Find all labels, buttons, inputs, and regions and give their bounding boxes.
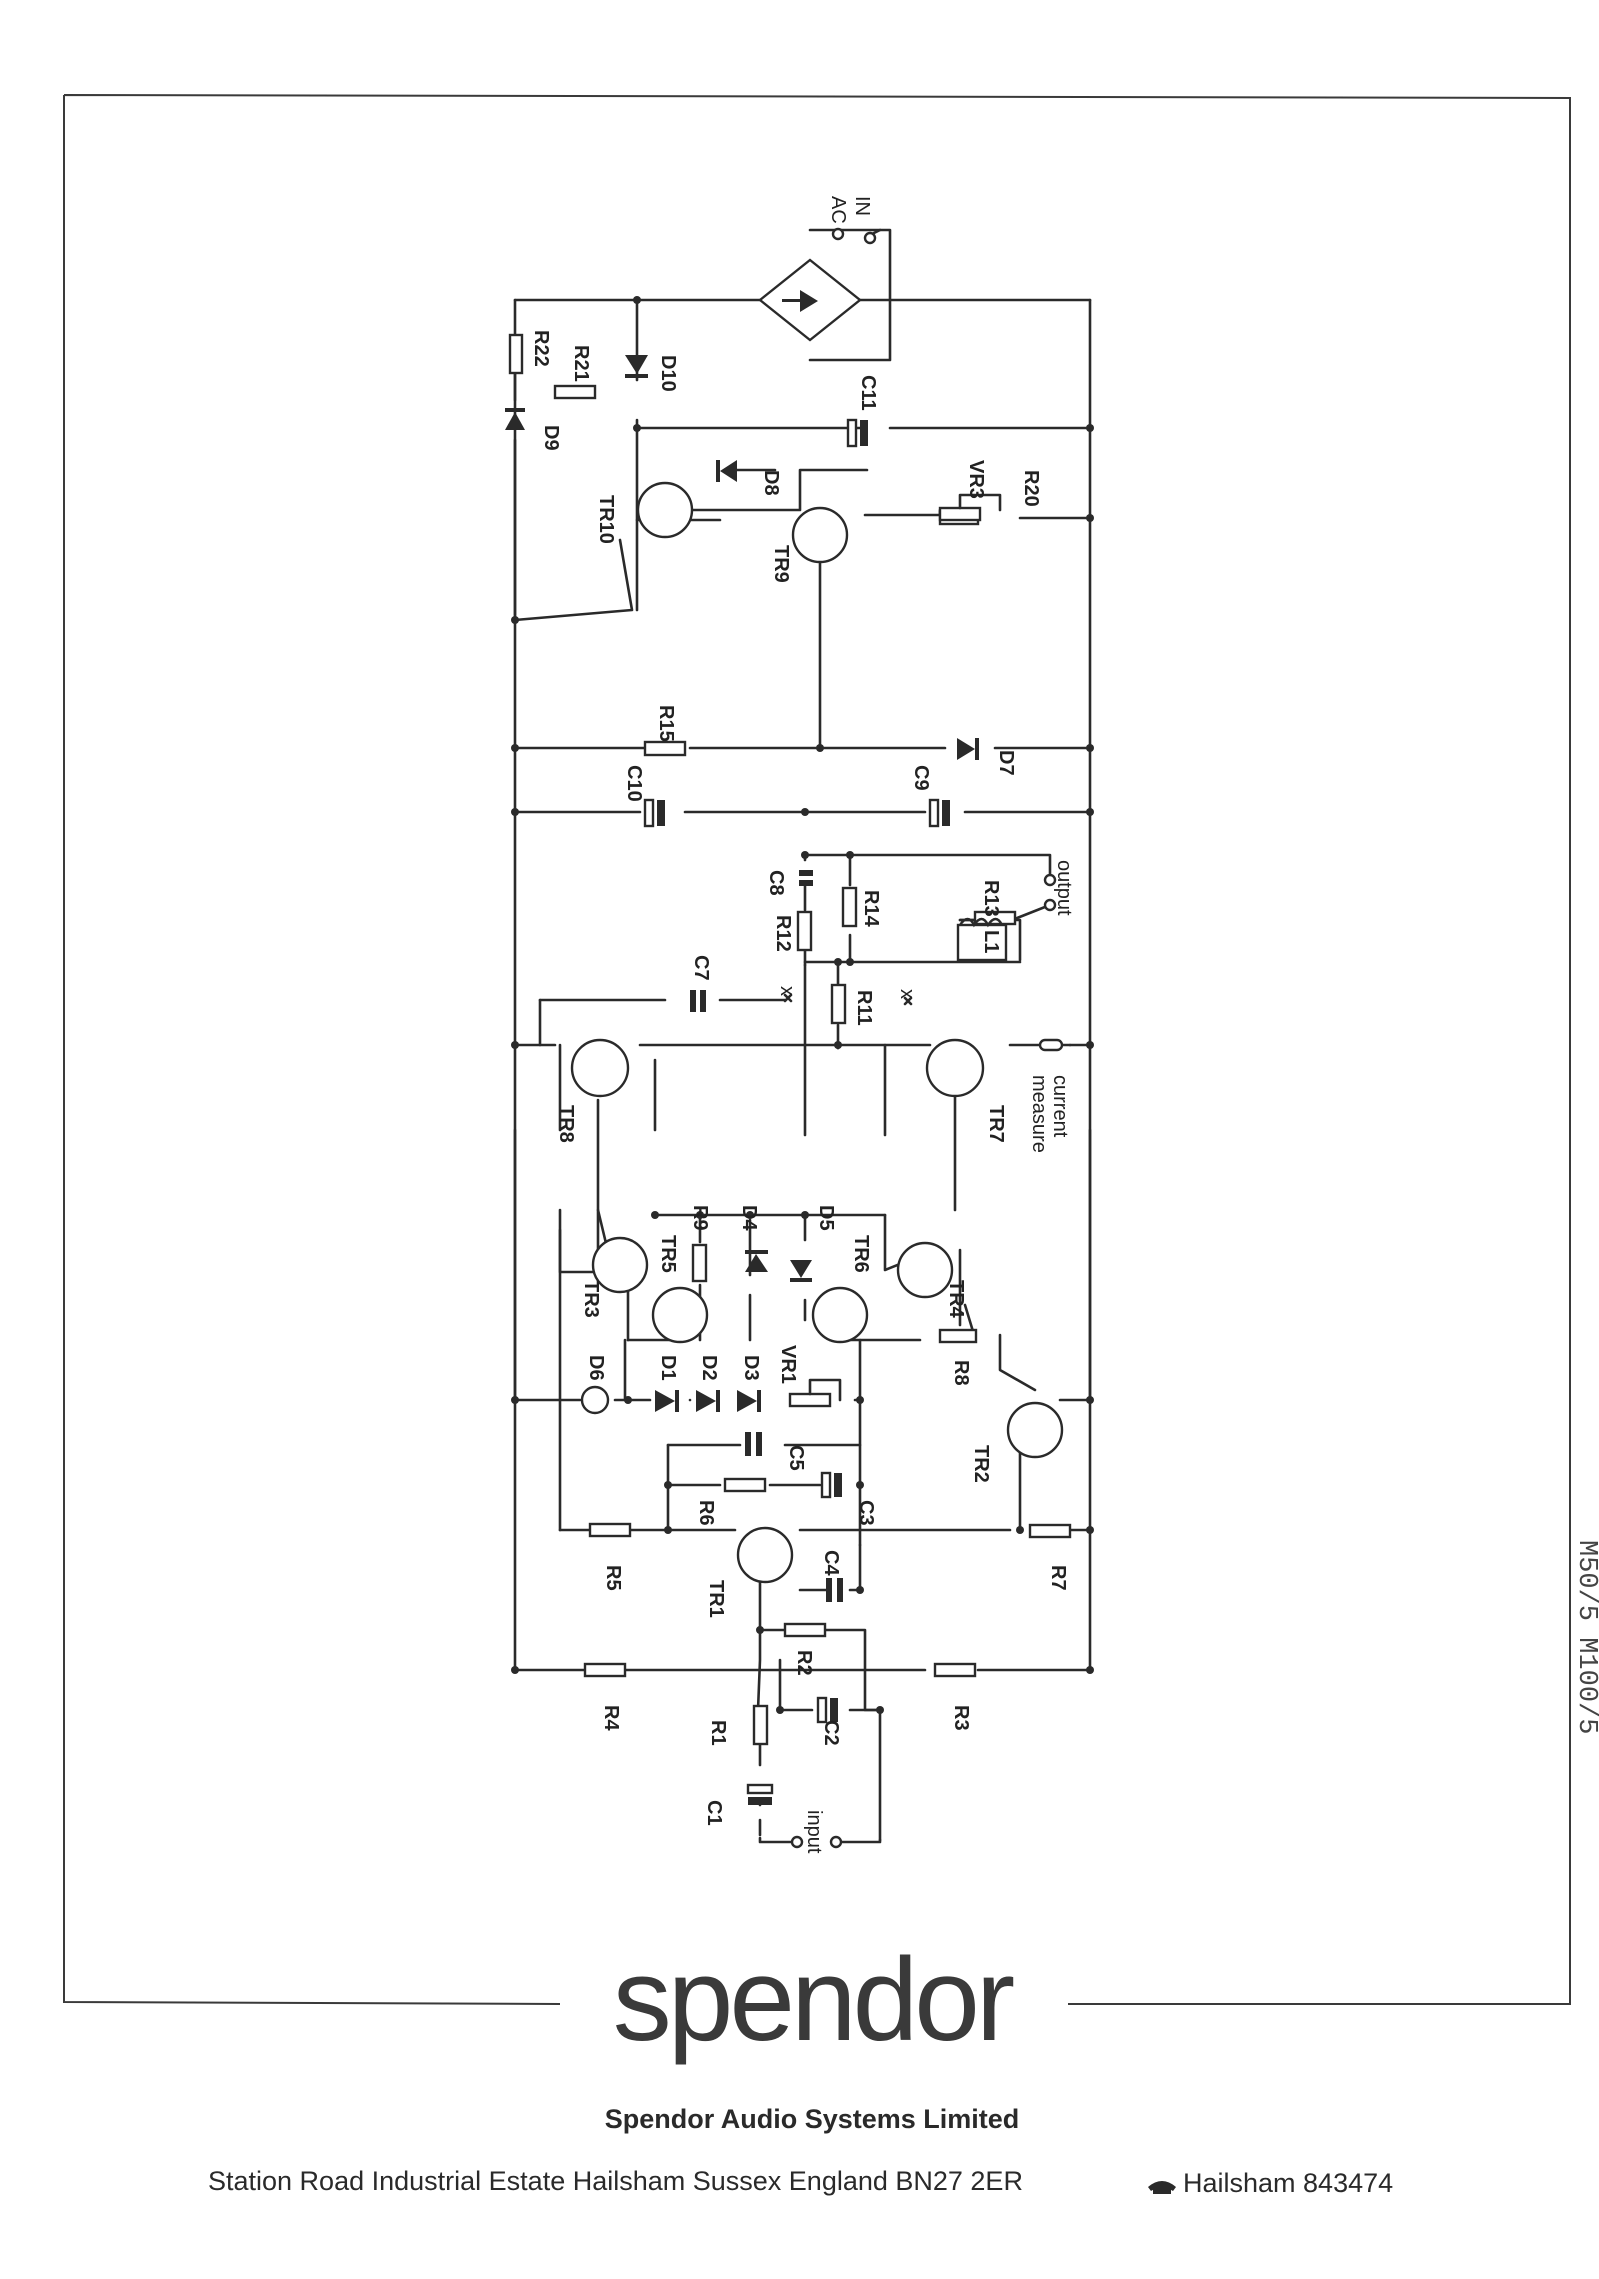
junction-dots: [511, 296, 1094, 1714]
label-r-8: R8: [950, 1360, 972, 1386]
label-r-9: R9: [689, 1205, 711, 1231]
label-d-2: D2: [698, 1355, 720, 1381]
terminals: [790, 227, 1064, 1849]
label-r-12: R12: [772, 915, 794, 952]
terminal-label-output: output: [1053, 860, 1075, 916]
label-vr-1: VR1: [777, 1345, 799, 1384]
label-r-3: R3: [950, 1705, 972, 1731]
label-c-2: C2: [820, 1720, 842, 1746]
label-r-5: R5: [602, 1565, 624, 1591]
label-d-9: D9: [540, 425, 562, 451]
label-r-22: R22: [530, 330, 552, 367]
label-tr-6: TR6: [850, 1235, 872, 1273]
terminal-label-x: x: [896, 989, 918, 999]
company-address: Station Road Industrial Estate Hailsham …: [208, 2166, 1023, 2196]
terminal-label-ac-in_2: IN: [851, 196, 873, 216]
label-r-15: R15: [655, 705, 677, 742]
terminal-label-measure-2: current: [1049, 1075, 1071, 1138]
label-d-6: D6: [585, 1355, 607, 1381]
label-r-14: R14: [860, 890, 882, 928]
label-tr-5: TR5: [657, 1235, 679, 1273]
circuit-wiring: [513, 228, 1092, 1844]
sheet-border: [63, 94, 1571, 2005]
label-c-4: C4: [820, 1550, 842, 1576]
label-c-7: C7: [690, 955, 712, 981]
label-r-4: R4: [600, 1705, 622, 1731]
terminal-label-ac-in_1: AC: [827, 196, 849, 224]
phone-icon: [1148, 2181, 1176, 2194]
label-vr-3: VR3: [965, 460, 987, 499]
label-d-3: D3: [740, 1355, 762, 1381]
label-tr-3: TR3: [580, 1280, 602, 1318]
label-tr-4: TR4: [945, 1280, 967, 1319]
label-c-5: C5: [785, 1445, 807, 1471]
terminal-label-input: input: [803, 1810, 825, 1854]
label-r-6: R6: [695, 1500, 717, 1526]
label-tr-2: TR2: [970, 1445, 992, 1483]
brand-logo: spendor: [613, 1934, 1014, 2066]
label-c-1: C1: [703, 1800, 725, 1826]
label-tr-10: TR10: [595, 495, 617, 544]
label-d-5: D5: [815, 1205, 837, 1231]
label-d-1: D1: [657, 1355, 679, 1381]
label-c-11: C11: [857, 375, 879, 411]
terminal-label-measure-1: measure: [1028, 1075, 1050, 1153]
terminal-label-x: x: [776, 986, 798, 996]
label-c-3: C3: [855, 1500, 877, 1526]
label-d-10: D10: [657, 355, 679, 392]
label-tr-1: TR1: [705, 1580, 727, 1618]
label-tr-7: TR7: [985, 1105, 1007, 1143]
label-d-7: D7: [995, 750, 1017, 776]
label-r-13: R13: [980, 880, 1002, 917]
model-code: M50/5 M100/5: [1571, 1540, 1599, 1734]
label-l-1: L1: [980, 930, 1002, 953]
label-r-1: R1: [707, 1720, 729, 1746]
label-c-10: C10: [623, 765, 645, 802]
label-r-21: R21: [570, 345, 592, 382]
label-r-2: R2: [793, 1650, 815, 1676]
label-r-11: R11: [853, 990, 875, 1026]
company-name: Spendor Audio Systems Limited: [605, 2104, 1020, 2134]
label-c-8: C8: [765, 870, 787, 896]
label-d-8: D8: [760, 470, 782, 496]
label-tr-8: TR8: [555, 1105, 577, 1143]
label-c-9: C9: [910, 765, 932, 791]
label-r-7: R7: [1047, 1565, 1069, 1591]
label-r-20: R20: [1020, 470, 1042, 507]
phone-number: Hailsham 843474: [1183, 2168, 1393, 2198]
component-bodies: [505, 258, 1072, 1805]
label-tr-9: TR9: [770, 545, 792, 583]
label-d-4: D4: [738, 1205, 760, 1231]
